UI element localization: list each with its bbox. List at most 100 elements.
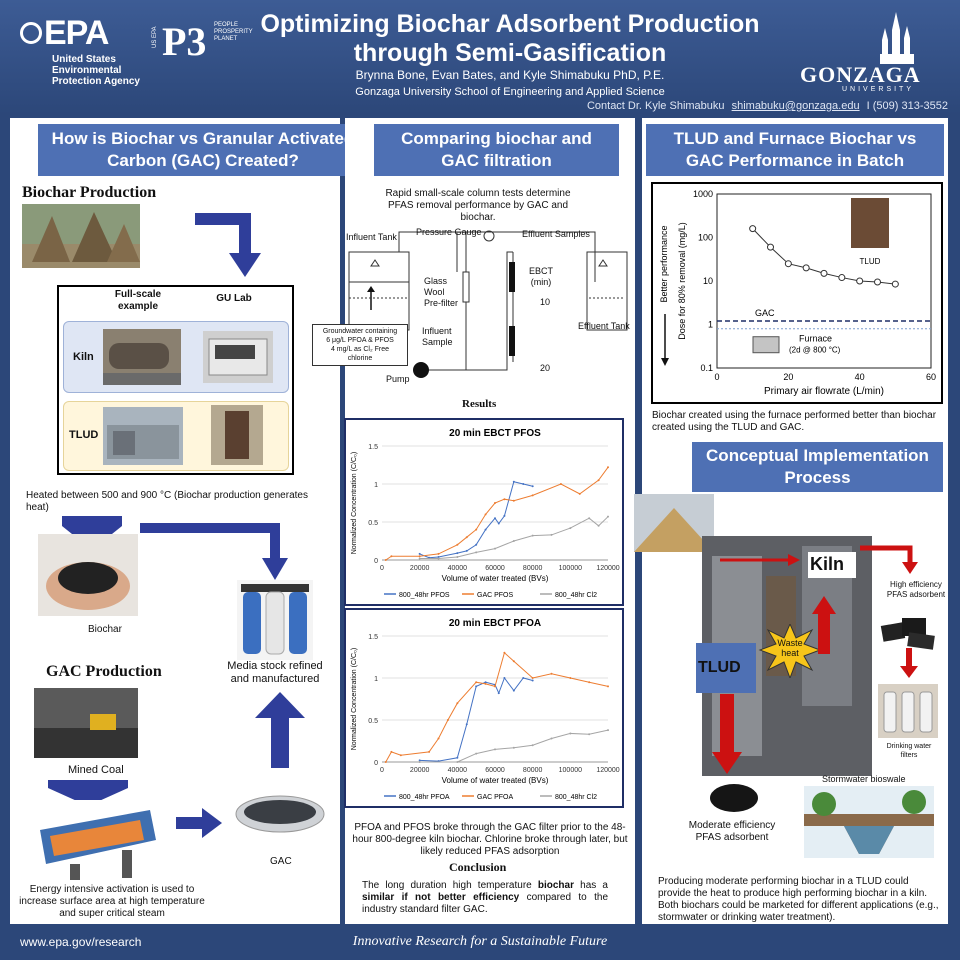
data-point bbox=[531, 494, 534, 497]
epa-wordmark: EPA bbox=[44, 14, 109, 52]
data-point bbox=[418, 761, 421, 763]
x-tick-label: 80000 bbox=[523, 565, 543, 572]
data-point bbox=[437, 557, 440, 560]
mined-coal-label: Mined Coal bbox=[68, 764, 124, 776]
tlud-data-point bbox=[749, 225, 757, 233]
gonzaga-university-label: UNIVERSITY bbox=[842, 86, 915, 93]
gonzaga-wordmark: GONZAGA bbox=[800, 62, 921, 87]
school: Gonzaga University School of Engineering… bbox=[355, 86, 665, 98]
x-tick-label: 0 bbox=[714, 372, 719, 382]
data-point bbox=[512, 499, 515, 502]
data-point bbox=[531, 485, 534, 488]
y-tick-label: 0 bbox=[374, 558, 378, 565]
waste-heat-burst-icon bbox=[758, 624, 822, 678]
data-point bbox=[550, 533, 553, 536]
y-tick-label: 1000 bbox=[693, 189, 713, 199]
data-point bbox=[512, 540, 515, 542]
gac-production-heading: GAC Production bbox=[46, 663, 162, 680]
x-tick-label: 80000 bbox=[523, 767, 543, 774]
legend-label: 800_48hr PFOS bbox=[399, 592, 450, 599]
l-arrow-to-filters bbox=[140, 523, 288, 580]
data-point bbox=[550, 737, 553, 740]
data-point bbox=[484, 528, 487, 531]
poster-title: Optimizing Biochar Adsorbent Production … bbox=[260, 10, 760, 67]
ebct-20-label: 20 bbox=[540, 363, 551, 373]
furnace-label-detail: (2d @ 800 °C) bbox=[789, 346, 841, 355]
conclusion-text: The long duration high temperature bioch… bbox=[362, 880, 608, 915]
gac-line-label: GAC bbox=[755, 308, 775, 318]
tlud-data-point bbox=[802, 264, 810, 272]
red-arrows bbox=[712, 545, 918, 774]
series-line bbox=[419, 729, 609, 763]
data-point bbox=[503, 498, 506, 501]
data-point bbox=[569, 732, 572, 735]
kiln-full-scale-photo bbox=[103, 329, 181, 385]
data-point bbox=[475, 528, 478, 531]
gu-lab-furnace-photo bbox=[203, 331, 273, 383]
y-tick-label: 1 bbox=[708, 320, 713, 330]
effluent-tank-label: Effluent Tank bbox=[578, 321, 630, 331]
kiln-box bbox=[808, 552, 856, 578]
contact-email-link[interactable]: shimabuku@gonzaga.edu bbox=[731, 100, 860, 112]
col2-title: Comparing biochar and GAC filtration bbox=[374, 124, 619, 176]
concept-title: Conceptual Implementation Process bbox=[692, 442, 943, 492]
epa-logo[interactable]: EPA United States Environmental Protecti… bbox=[20, 14, 145, 100]
y-tick-label: 0 bbox=[374, 760, 378, 767]
pump-label: Pump bbox=[386, 374, 410, 384]
data-point bbox=[465, 536, 468, 539]
data-point bbox=[512, 660, 515, 663]
data-point bbox=[465, 723, 468, 726]
data-point bbox=[588, 733, 591, 736]
data-point bbox=[418, 555, 421, 558]
series-line bbox=[419, 516, 609, 559]
data-point bbox=[503, 677, 506, 679]
biomass-pile-photo bbox=[634, 494, 714, 552]
col2-intro: Rapid small-scale column tests determine… bbox=[385, 188, 571, 223]
kiln-row-label: Kiln bbox=[73, 351, 94, 363]
table-header-full-scale: Full-scale example bbox=[114, 289, 162, 312]
drinking-water-filters-photo bbox=[878, 684, 938, 738]
col3-title: TLUD and Furnace Biochar vs GAC Performa… bbox=[646, 124, 944, 176]
ebct-label: EBCT(min) bbox=[528, 266, 553, 287]
media-stock-text: Media stock refined and manufactured bbox=[227, 660, 323, 685]
chart-title: 20 min EBCT PFOA bbox=[449, 618, 541, 629]
data-point bbox=[484, 681, 487, 684]
data-point bbox=[456, 552, 459, 555]
data-point bbox=[437, 737, 440, 740]
chart-title: 20 min EBCT PFOS bbox=[449, 428, 541, 439]
plot-frame bbox=[716, 193, 932, 369]
high-efficiency-biochar-photo bbox=[880, 618, 935, 650]
data-point bbox=[475, 551, 478, 554]
data-point bbox=[475, 752, 478, 755]
data-point bbox=[456, 543, 459, 546]
gonzaga-logo: GONZAGA UNIVERSITY bbox=[800, 10, 940, 93]
x-tick-label: 40000 bbox=[448, 767, 468, 774]
down-arrow-3 bbox=[48, 780, 128, 806]
y-tick-label: 0.5 bbox=[368, 718, 378, 725]
data-point bbox=[475, 685, 478, 688]
data-point bbox=[588, 681, 591, 684]
data-point bbox=[475, 543, 478, 546]
up-arrow bbox=[255, 692, 305, 768]
footer-url[interactable]: www.epa.gov/research bbox=[20, 935, 142, 949]
data-point bbox=[531, 744, 534, 747]
x-tick-label: 60 bbox=[926, 372, 936, 382]
tlud-full-scale-photo bbox=[103, 407, 183, 465]
tlud-data-point bbox=[767, 243, 774, 251]
contact-prefix: Contact Dr. Kyle Shimabuku bbox=[586, 100, 725, 112]
y-tick-label: 0.5 bbox=[368, 520, 378, 527]
data-point bbox=[522, 677, 525, 679]
data-point bbox=[456, 702, 459, 705]
data-point bbox=[578, 492, 581, 495]
data-point bbox=[456, 761, 459, 763]
furnace-label: Furnace bbox=[799, 334, 832, 344]
contact-line: Contact Dr. Kyle Shimabuku shimabuku@gon… bbox=[587, 100, 948, 112]
